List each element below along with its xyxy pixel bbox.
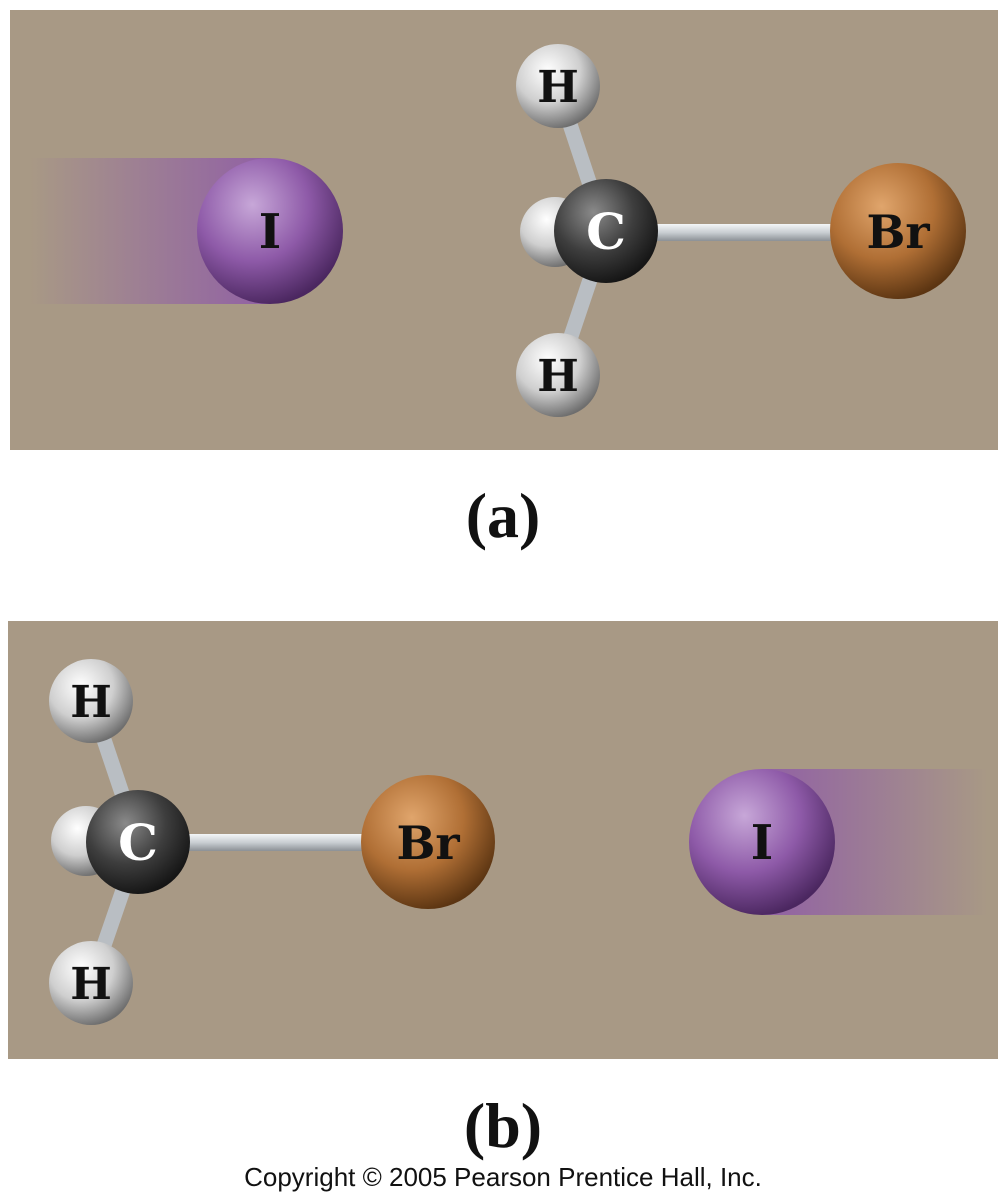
iodine-label: I (751, 815, 773, 871)
bromine-atom (830, 163, 966, 299)
hydrogen-top-atom (49, 659, 133, 743)
iodine-label: I (259, 204, 281, 260)
caption-a: (a) (465, 480, 541, 551)
panel-a: I H H C Br (10, 10, 998, 450)
carbon-label: C (118, 813, 158, 872)
iodine-atom (689, 769, 835, 915)
hydrogen-top-label: H (537, 62, 579, 113)
bromine-label: Br (866, 205, 930, 259)
bromine-atom (361, 775, 495, 909)
panel-a-svg: I H H C Br (30, 44, 966, 417)
carbon-label: C (586, 202, 626, 261)
iodine-atom (197, 158, 343, 304)
caption-b: (b) (463, 1090, 543, 1161)
bromine-label: Br (396, 816, 460, 870)
bond-c-br (183, 834, 368, 851)
hydrogen-top-atom (516, 44, 600, 128)
carbon-atom (86, 790, 190, 894)
panel-b: H H C Br I (8, 621, 998, 1059)
hydrogen-bottom-label: H (70, 959, 112, 1010)
copyright-notice: Copyright © 2005 Pearson Prentice Hall, … (244, 1162, 762, 1192)
hydrogen-bottom-atom (49, 941, 133, 1025)
carbon-atom (554, 179, 658, 283)
bond-c-br (650, 224, 855, 241)
hydrogen-top-label: H (70, 677, 112, 728)
hydrogen-bottom-atom (516, 333, 600, 417)
hydrogen-bottom-label: H (537, 351, 579, 402)
panel-b-svg: H H C Br I (49, 659, 988, 1025)
